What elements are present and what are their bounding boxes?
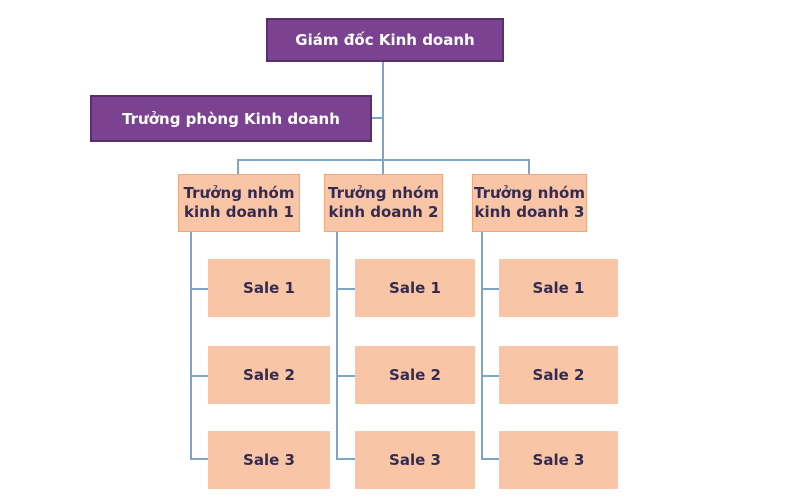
node-team3-sale-1: Sale 1 <box>499 259 618 317</box>
node-team2-sale-2-label: Sale 2 <box>389 366 441 384</box>
connector-stub-team2-sale1 <box>336 288 355 290</box>
node-team2-sale-2: Sale 2 <box>355 346 475 404</box>
connector-drop-team-3 <box>528 159 530 175</box>
node-team3-sale-2: Sale 2 <box>499 346 618 404</box>
node-team2-sale-1: Sale 1 <box>355 259 475 317</box>
node-team1-sale-2-label: Sale 2 <box>243 366 295 384</box>
connector-stub-team1-sale3 <box>190 458 208 460</box>
connector-branch-horizontal <box>237 159 530 161</box>
node-team3-sale-1-label: Sale 1 <box>532 279 585 297</box>
node-team1-sale-2: Sale 2 <box>208 346 330 404</box>
connector-drop-team-1 <box>237 159 239 175</box>
node-team2-sale-1-label: Sale 1 <box>389 279 441 297</box>
node-team-leader-1-label-line2: kinh doanh 1 <box>184 203 294 221</box>
node-team-leader-3: Trưởng nhóm kinh doanh 3 <box>472 174 587 232</box>
node-team-leader-2-label-line2: kinh doanh 2 <box>328 203 439 221</box>
connector-stub-team2-sale3 <box>336 458 355 460</box>
connector-stub-team1-sale1 <box>190 288 208 290</box>
node-team1-sale-1-label: Sale 1 <box>243 279 295 297</box>
connector-stub-team3-sale1 <box>481 288 499 290</box>
node-team-leader-2-label-line1: Trưởng nhóm <box>328 184 439 202</box>
node-team-leader-3-label-line2: kinh doanh 3 <box>474 203 585 221</box>
node-sales-manager-label: Trưởng phòng Kinh doanh <box>122 109 340 128</box>
node-team2-sale-3: Sale 3 <box>355 431 475 489</box>
node-sales-director: Giám đốc Kinh doanh <box>266 18 504 62</box>
node-team2-sale-3-label: Sale 3 <box>389 451 441 469</box>
node-team1-sale-3-label: Sale 3 <box>243 451 295 469</box>
connector-spine-team-1 <box>190 232 192 460</box>
node-team-leader-2: Trưởng nhóm kinh doanh 2 <box>324 174 443 232</box>
connector-stub-team1-sale2 <box>190 375 208 377</box>
node-team-leader-3-label-line1: Trưởng nhóm <box>474 184 585 202</box>
node-team-leader-1: Trưởng nhóm kinh doanh 1 <box>178 174 300 232</box>
connector-stub-team2-sale2 <box>336 375 355 377</box>
node-team1-sale-1: Sale 1 <box>208 259 330 317</box>
connector-stub-team3-sale2 <box>481 375 499 377</box>
node-sales-director-label: Giám đốc Kinh doanh <box>295 31 475 49</box>
connector-manager-stub <box>372 117 384 119</box>
connector-spine-team-2 <box>336 232 338 460</box>
connector-stub-team3-sale3 <box>481 458 499 460</box>
node-team3-sale-2-label: Sale 2 <box>532 366 585 384</box>
node-team3-sale-3-label: Sale 3 <box>532 451 585 469</box>
node-team3-sale-3: Sale 3 <box>499 431 618 489</box>
node-sales-manager: Trưởng phòng Kinh doanh <box>90 95 372 142</box>
node-team1-sale-3: Sale 3 <box>208 431 330 489</box>
connector-spine-team-3 <box>481 230 483 460</box>
node-team-leader-1-label-line1: Trưởng nhóm <box>183 184 295 202</box>
